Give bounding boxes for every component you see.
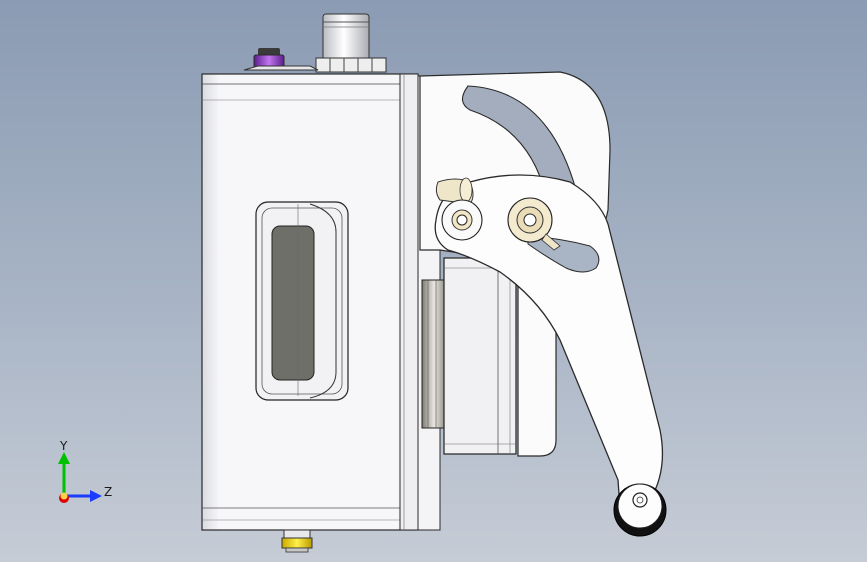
y-axis-arrow xyxy=(58,452,70,496)
z-axis-label: Z xyxy=(104,485,112,499)
purple-knob[interactable] xyxy=(243,48,319,71)
pivot-bolt-left[interactable] xyxy=(441,199,483,241)
z-axis-arrow xyxy=(64,490,102,502)
y-axis-label: Y xyxy=(59,439,68,453)
coordinate-triad: Y Z xyxy=(58,439,112,503)
motor-housing[interactable] xyxy=(421,257,517,455)
bottom-fitting[interactable] xyxy=(281,529,313,553)
cam-follower[interactable] xyxy=(435,177,474,205)
roller-wheel[interactable] xyxy=(613,483,667,537)
top-connector[interactable] xyxy=(315,13,387,73)
side-window xyxy=(255,201,349,401)
pivot-bolt-right[interactable] xyxy=(507,197,561,251)
x-axis-dot xyxy=(59,492,69,503)
